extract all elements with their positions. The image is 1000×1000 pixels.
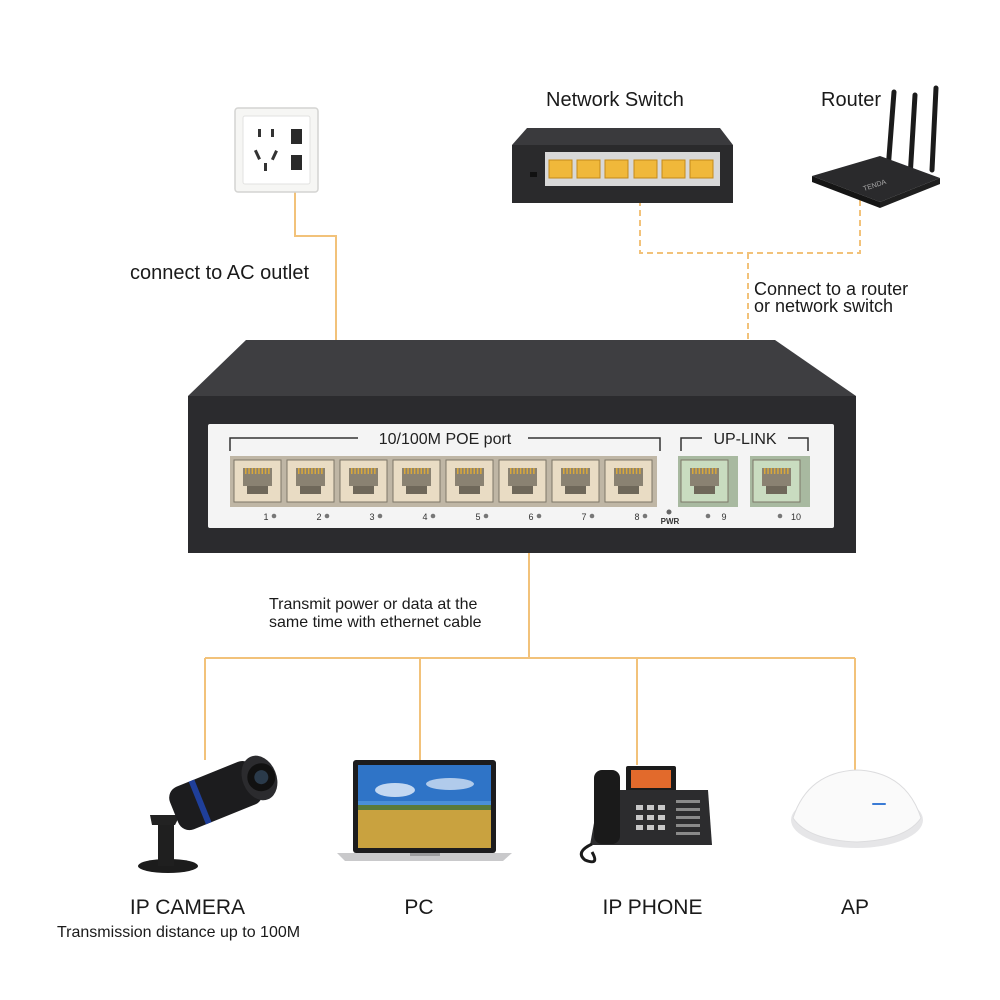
poe-port-8-led bbox=[642, 513, 648, 519]
uplink-port-10: 10 bbox=[752, 459, 801, 522]
poe-port-1-number: 1 bbox=[263, 512, 268, 522]
access-point-icon bbox=[791, 769, 923, 848]
poe-ports: 1 2 3 4 5 6 7 8 bbox=[233, 459, 653, 522]
poe-port-5-number: 5 bbox=[475, 512, 480, 522]
laptop-icon bbox=[337, 760, 512, 861]
poe-port-4-number: 4 bbox=[422, 512, 427, 522]
poe-port-3-number: 3 bbox=[369, 512, 374, 522]
ip-phone-icon bbox=[579, 766, 712, 864]
router-icon: TENDA bbox=[812, 85, 940, 208]
uplink-port-9: 9 bbox=[680, 459, 729, 522]
poe-port-2-led bbox=[324, 513, 330, 519]
uplink-ports: 9 10 bbox=[680, 459, 801, 522]
poe-port-5-led bbox=[483, 513, 489, 519]
uplink-port-9-led bbox=[705, 513, 711, 519]
ac-outlet-cable bbox=[294, 192, 337, 340]
network-switch-label: Network Switch bbox=[546, 89, 684, 111]
transmit-label-line2: same time with ethernet cable bbox=[269, 614, 482, 631]
device-note-ip-camera: Transmission distance up to 100M bbox=[57, 924, 301, 941]
poe-port-6: 6 bbox=[498, 459, 547, 522]
uplink-port-9-number: 9 bbox=[721, 512, 726, 522]
poe-port-1-led bbox=[271, 513, 277, 519]
uplink-dashed-cable bbox=[639, 200, 861, 254]
poe-switch: 10/100M POE port UP-LINK 1 2 3 4 5 6 7 8 9 10 PW… bbox=[188, 340, 856, 553]
transmit-label-line1: Transmit power or data at the bbox=[269, 596, 478, 613]
power-label: PWR bbox=[661, 517, 680, 526]
ac-outlet-icon bbox=[234, 107, 319, 193]
device-label-ip-phone: IP PHONE bbox=[602, 896, 703, 919]
poe-port-5: 5 bbox=[445, 459, 494, 522]
router-label: Router bbox=[821, 89, 882, 111]
poe-port-7-led bbox=[589, 513, 595, 519]
poe-port-7: 7 bbox=[551, 459, 600, 522]
poe-port-6-number: 6 bbox=[528, 512, 533, 522]
uplink-port-10-number: 10 bbox=[791, 512, 801, 522]
power-led bbox=[666, 509, 672, 515]
poe-port-6-led bbox=[536, 513, 542, 519]
device-label-ip-camera: IP CAMERA bbox=[129, 896, 246, 919]
ac-outlet-label: connect to AC outlet bbox=[130, 262, 310, 284]
poe-port-2-number: 2 bbox=[316, 512, 321, 522]
uplink-group-label: UP-LINK bbox=[713, 431, 776, 448]
switch-top bbox=[188, 340, 856, 396]
router-switch-label-line1: Connect to a router bbox=[754, 279, 909, 299]
router-switch-label-line2: or network switch bbox=[754, 296, 894, 316]
device-label-pc: PC bbox=[404, 896, 434, 919]
device-label-ap: AP bbox=[840, 896, 869, 919]
poe-port-1: 1 bbox=[233, 459, 282, 522]
poe-group-label: 10/100M POE port bbox=[379, 431, 512, 448]
poe-port-4: 4 bbox=[392, 459, 441, 522]
uplink-port-10-led bbox=[777, 513, 783, 519]
poe-port-2: 2 bbox=[286, 459, 335, 522]
poe-port-4-led bbox=[430, 513, 436, 519]
poe-port-8: 8 bbox=[604, 459, 653, 522]
poe-port-3: 3 bbox=[339, 459, 388, 522]
ip-camera-icon bbox=[138, 755, 278, 873]
poe-port-7-number: 7 bbox=[581, 512, 586, 522]
poe-port-8-number: 8 bbox=[634, 512, 639, 522]
poe-port-3-led bbox=[377, 513, 383, 519]
network-switch-icon bbox=[512, 128, 733, 203]
